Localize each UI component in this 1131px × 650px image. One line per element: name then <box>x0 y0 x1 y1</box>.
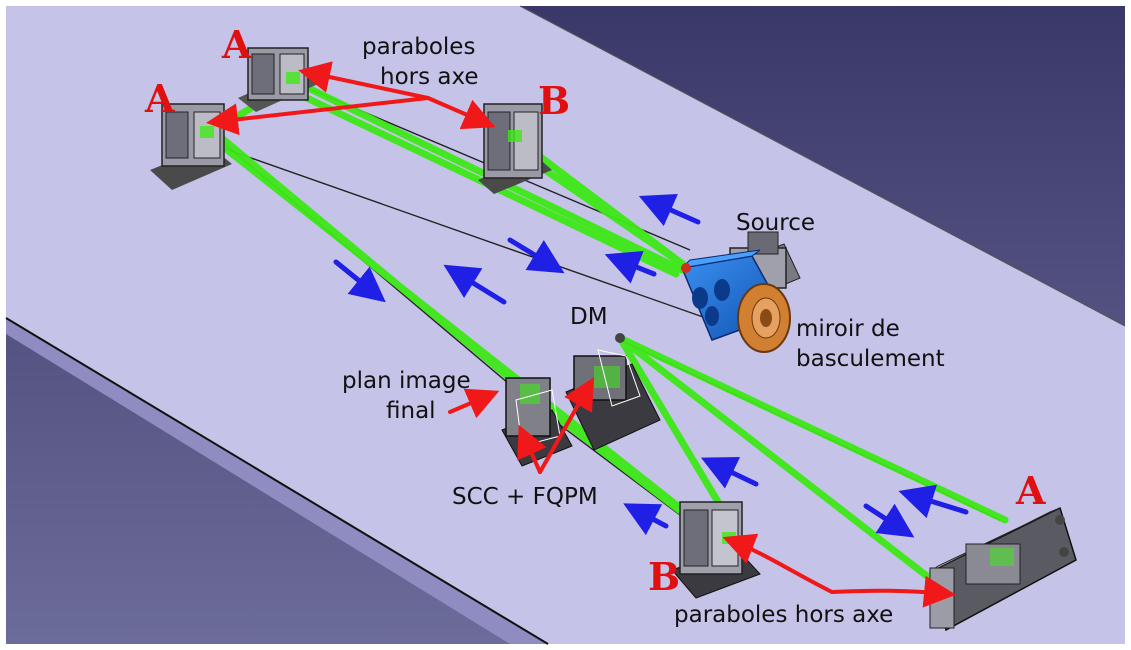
parabola-mount-a-top-center <box>238 47 318 112</box>
red-arrow-paraboles-to-a-top-center <box>298 61 430 100</box>
blue-arrow-1 <box>638 194 701 227</box>
blue-direction-arrows <box>333 194 969 538</box>
label-paraboles-top-line1: paraboles <box>362 34 475 60</box>
label-paraboles-bottom: paraboles hors axe <box>674 602 893 628</box>
blue-arrow-6 <box>700 456 759 489</box>
label-source: Source <box>736 210 815 236</box>
tilt-mirror <box>680 249 791 353</box>
marker-b-top: B <box>538 78 570 123</box>
red-arrow-scc-1 <box>517 424 547 474</box>
red-annotation-arrows <box>206 61 956 608</box>
marker-b-bottom: B <box>648 554 680 599</box>
marker-a-top-left: A <box>144 76 175 121</box>
marker-a-top-center: A <box>221 22 252 67</box>
blue-arrow-4 <box>333 259 386 303</box>
marker-a-bottom-right: A <box>1015 468 1046 513</box>
label-plan-image-line2: final <box>386 398 436 424</box>
blue-arrow-9 <box>898 484 969 519</box>
label-miroir-line2: basculement <box>796 346 945 372</box>
red-arrow-paraboles-bottom-to-a <box>830 575 956 608</box>
blue-arrow-7 <box>623 503 669 536</box>
blue-arrow-3 <box>604 251 657 284</box>
label-plan-image-line1: plan image <box>342 368 471 394</box>
label-miroir-line1: miroir de <box>796 316 900 342</box>
blue-arrow-5 <box>443 264 507 305</box>
red-arrow-scc-2 <box>538 377 594 474</box>
label-dm: DM <box>570 304 608 330</box>
red-arrow-plan-image <box>448 388 500 419</box>
label-paraboles-top-line2: hors axe <box>380 64 479 90</box>
optical-table <box>6 6 1125 644</box>
red-arrow-paraboles-to-b-top <box>426 96 496 130</box>
blue-arrow-8 <box>863 503 915 538</box>
label-scc-fqpm: SCC + FQPM <box>452 484 598 510</box>
blue-arrow-2 <box>507 237 565 274</box>
red-arrow-paraboles-bottom-to-b <box>722 533 834 594</box>
light-beams <box>208 78 1009 584</box>
red-arrow-paraboles-to-a-top-left <box>206 96 430 136</box>
